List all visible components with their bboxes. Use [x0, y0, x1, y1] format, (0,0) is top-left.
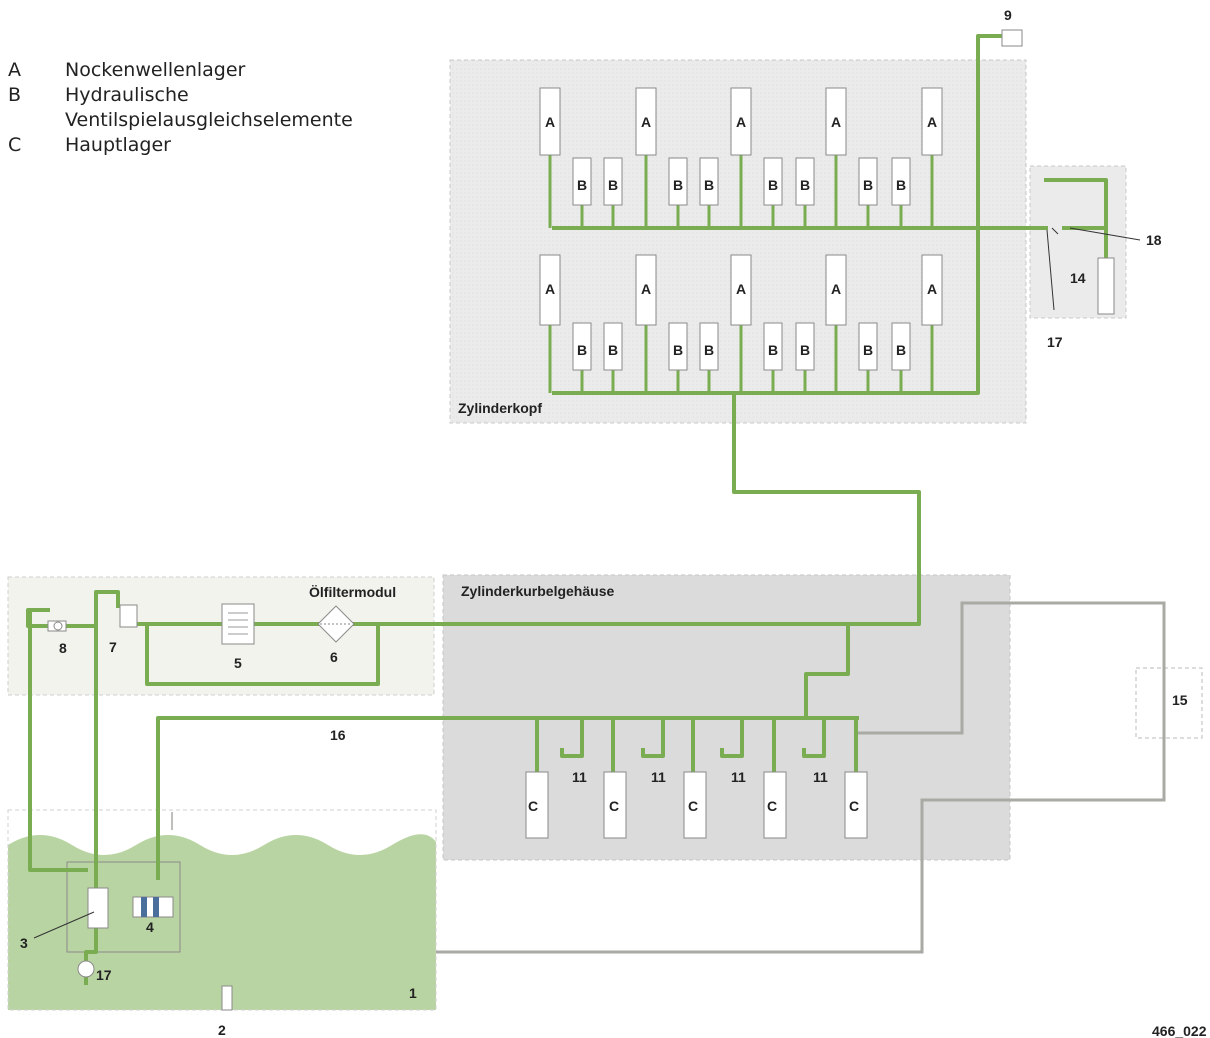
callout-11: 11: [731, 769, 746, 785]
label-a: A: [831, 281, 841, 297]
label-a: A: [927, 281, 937, 297]
sensor-2: [221, 985, 233, 1011]
oil-sump: [8, 834, 436, 1010]
legend-text: Hauptlager: [65, 134, 171, 156]
label-a: A: [545, 114, 555, 130]
label-b: B: [577, 342, 587, 358]
chain-tensioner-14: [1097, 257, 1115, 315]
oil-cooler-fins: [228, 612, 248, 635]
label-b: B: [896, 177, 906, 193]
label-c: C: [767, 798, 777, 814]
label-a: A: [927, 114, 937, 130]
oil-pump-4-gear: [141, 897, 147, 917]
cylinder-head-label: Zylinderkopf: [458, 400, 542, 416]
legend-row-a: A Nockenwellenlager: [8, 58, 353, 83]
label-b: B: [896, 342, 906, 358]
legend-text: Nockenwellenlager: [65, 59, 246, 81]
label-c: C: [849, 798, 859, 814]
lash-adjusters: [572, 157, 911, 371]
label-b: B: [673, 342, 683, 358]
callout-11: 11: [651, 769, 666, 785]
label-c: C: [528, 798, 538, 814]
legend: A Nockenwellenlager B Hydraulische Venti…: [8, 58, 353, 158]
oil-filter-module-label: Ölfiltermodul: [309, 584, 396, 600]
valve-7: [119, 604, 138, 628]
callout-2: 2: [218, 1022, 226, 1038]
callout-1: 1: [409, 985, 417, 1001]
main-bearings: [525, 771, 868, 839]
return-lines: [171, 601, 1166, 954]
label-b: B: [863, 342, 873, 358]
callout-14: 14: [1070, 270, 1086, 286]
label-a: A: [831, 114, 841, 130]
label-b: B: [608, 177, 618, 193]
callout-17: 17: [96, 967, 112, 983]
callout-5: 5: [234, 655, 242, 671]
camshaft-bearings-lower: [539, 254, 943, 326]
label-c: C: [609, 798, 619, 814]
oil-filter-module-region: [7, 576, 435, 696]
callout-8: 8: [59, 640, 67, 656]
label-b: B: [768, 177, 778, 193]
label-a: A: [641, 281, 651, 297]
label-a: A: [736, 281, 746, 297]
oil-cooler-5: [221, 603, 255, 645]
legend-row-b: B Hydraulische: [8, 83, 353, 108]
camshaft-bearings-upper: [539, 87, 943, 156]
label-b: B: [704, 177, 714, 193]
legend-row-b-cont: Ventilspielausgleichselemente: [8, 108, 353, 133]
legend-key: B: [8, 84, 22, 106]
label-c: C: [688, 798, 698, 814]
callout-17: 17: [1047, 334, 1063, 350]
callout-15: 15: [1172, 692, 1188, 708]
label-b: B: [608, 342, 618, 358]
callout-16: 16: [330, 727, 346, 743]
callout-9: 9: [1004, 7, 1012, 23]
label-b: B: [800, 342, 810, 358]
callout-4: 4: [146, 919, 154, 935]
label-a: A: [641, 114, 651, 130]
legend-key: C: [8, 134, 22, 156]
leader-lines: [33, 227, 1141, 939]
figure-code: 466_022: [1152, 1023, 1207, 1038]
element-15-box: [1135, 667, 1203, 739]
strainer-17: [77, 960, 95, 978]
label-a: A: [736, 114, 746, 130]
callout-3: 3: [20, 935, 28, 951]
label-b: B: [704, 342, 714, 358]
label-b: B: [768, 342, 778, 358]
pump-housing: [66, 861, 181, 953]
legend-text: Hydraulische: [65, 84, 189, 106]
label-b: B: [577, 177, 587, 193]
head-branches: [548, 155, 934, 393]
callout-11: 11: [572, 769, 587, 785]
label-b: B: [863, 177, 873, 193]
oil-pressure-lines: [26, 34, 1108, 985]
crankcase-label: Zylinderkurbelgehäuse: [461, 583, 614, 599]
pressure-valve-3: [87, 887, 109, 929]
oil-pump-4-gear: [153, 897, 159, 917]
label-b: B: [800, 177, 810, 193]
label-a: A: [545, 281, 555, 297]
legend-row-c: C Hauptlager: [8, 133, 353, 158]
callout-7: 7: [109, 639, 117, 655]
legend-key: A: [8, 59, 21, 81]
element-9: [1001, 29, 1023, 47]
callout-11: 11: [813, 769, 828, 785]
element-8-ball: [53, 621, 63, 631]
legend-text: Ventilspielausgleichselemente: [65, 109, 353, 131]
callout-6: 6: [330, 649, 338, 665]
callout-18: 18: [1146, 232, 1162, 248]
label-b: B: [673, 177, 683, 193]
